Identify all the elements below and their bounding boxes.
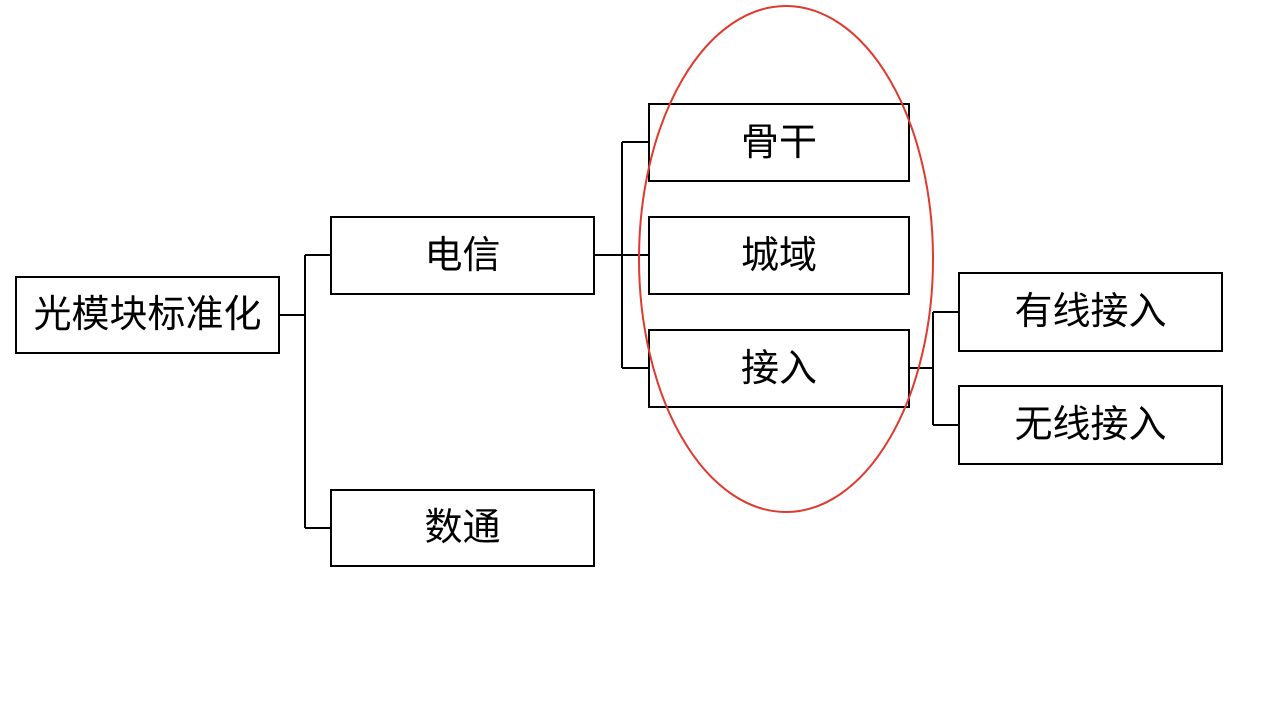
connector-telecom-to-level2 (595, 141, 648, 369)
node-root: 光模块标准化 (15, 276, 280, 354)
node-access: 接入 (648, 329, 910, 408)
node-wired-access: 有线接入 (958, 272, 1223, 352)
connector-root-to-level1 (280, 254, 330, 529)
node-datacom-label: 数通 (424, 507, 501, 549)
node-root-label: 光模块标准化 (33, 294, 262, 336)
node-wireless-access: 无线接入 (958, 385, 1223, 465)
node-telecom-label: 电信 (424, 234, 501, 277)
node-metro-label: 城域 (740, 234, 817, 277)
node-metro: 城域 (648, 216, 910, 295)
node-wireless-access-label: 无线接入 (1014, 404, 1167, 446)
node-backbone: 骨干 (648, 103, 910, 182)
node-backbone-label: 骨干 (740, 121, 817, 164)
node-datacom: 数通 (330, 489, 595, 567)
connector-access-to-level3 (910, 311, 958, 426)
node-wired-access-label: 有线接入 (1014, 291, 1167, 333)
node-telecom: 电信 (330, 216, 595, 295)
node-access-label: 接入 (740, 347, 817, 390)
